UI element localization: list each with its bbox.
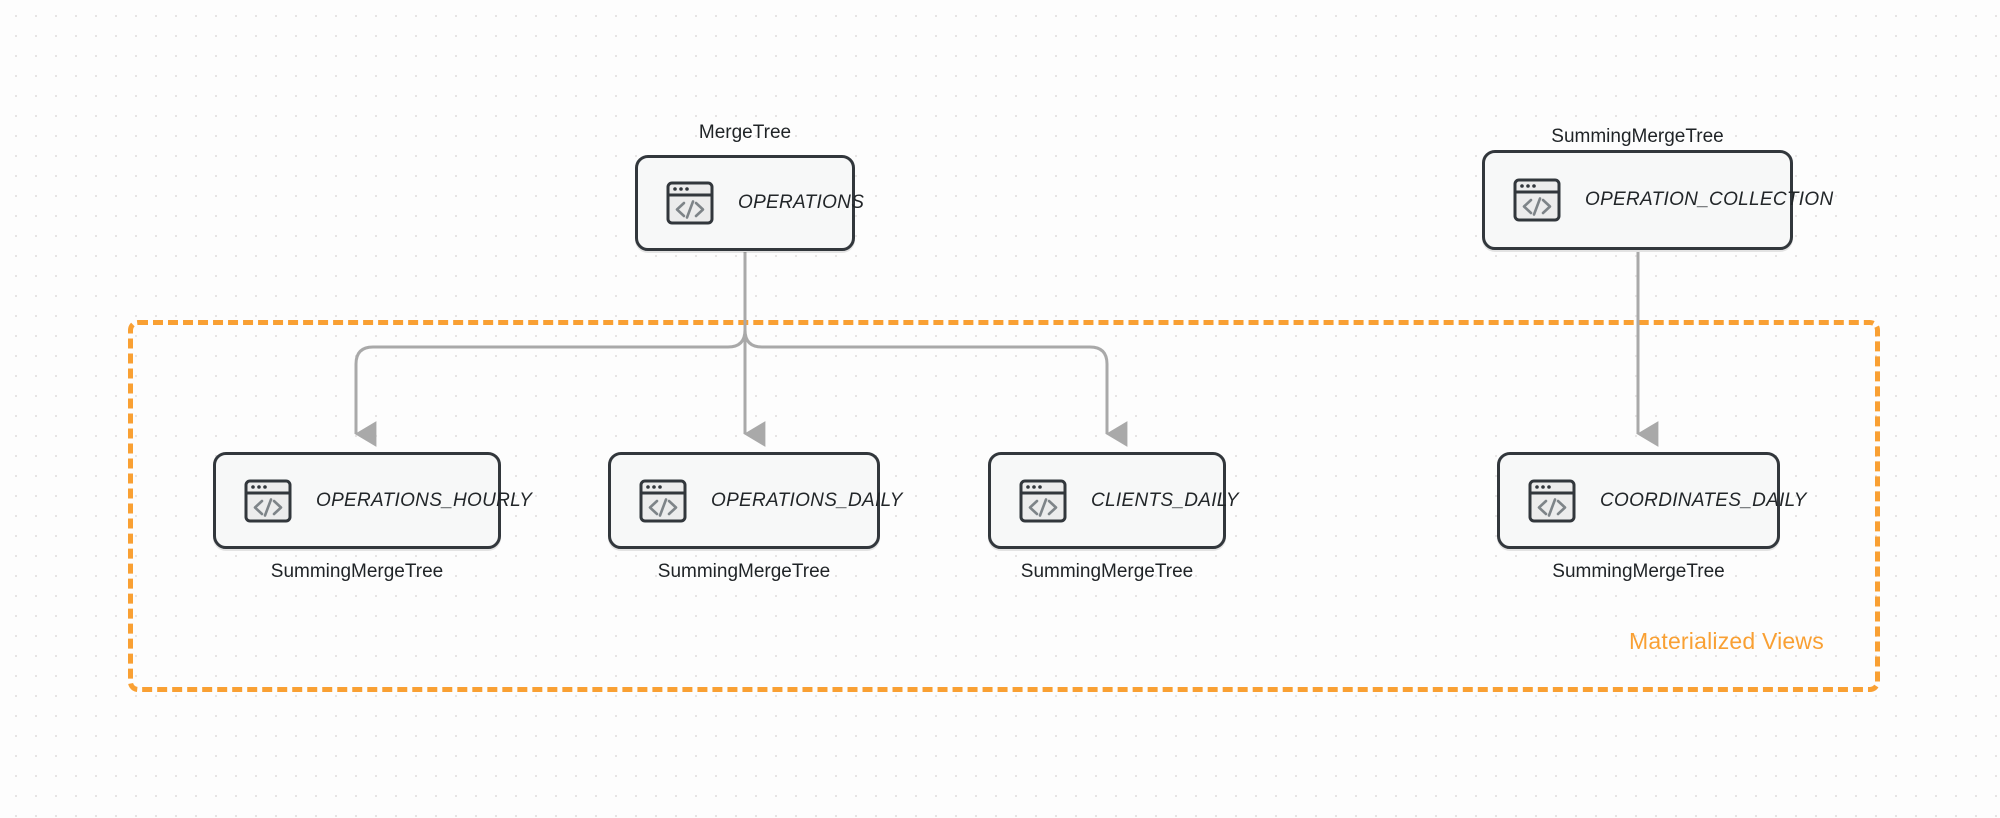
node-operation-collection[interactable]: OPERATION_COLLECTION — [1482, 150, 1833, 250]
node-operations-daily[interactable]: OPERATIONS_DAILY — [608, 452, 902, 549]
code-window-icon — [244, 479, 292, 522]
node-operations-hourly[interactable]: OPERATIONS_HOURLY — [213, 452, 532, 549]
node-operations[interactable]: OPERATIONS — [635, 155, 864, 251]
engine-caption-operations-daily: SummingMergeTree — [657, 561, 831, 582]
node-label: CLIENTS_DAILY — [1091, 489, 1239, 511]
node-clients-daily[interactable]: CLIENTS_DAILY — [988, 452, 1239, 549]
code-window-icon — [1528, 479, 1576, 522]
engine-caption-operations: MergeTree — [698, 122, 792, 143]
node-label: OPERATIONS — [738, 192, 865, 213]
code-window-icon — [639, 479, 687, 522]
node-label: OPERATIONS_HOURLY — [316, 489, 533, 511]
engine-caption-operation-collection: SummingMergeTree — [1551, 126, 1724, 147]
code-window-icon — [666, 181, 714, 225]
engine-caption-clients-daily: SummingMergeTree — [1020, 561, 1194, 582]
node-coordinates-daily[interactable]: COORDINATES_DAILY — [1497, 452, 1806, 549]
engine-caption-coordinates-daily: SummingMergeTree — [1552, 561, 1725, 582]
code-window-icon — [1019, 479, 1067, 522]
engine-caption-operations-hourly: SummingMergeTree — [270, 561, 444, 582]
node-label: OPERATIONS_DAILY — [711, 489, 903, 511]
materialized-views-group-label: Materialized Views — [1629, 628, 1824, 654]
code-window-icon — [1513, 178, 1561, 222]
node-label: COORDINATES_DAILY — [1600, 489, 1807, 511]
node-label: OPERATION_COLLECTION — [1585, 189, 1834, 210]
